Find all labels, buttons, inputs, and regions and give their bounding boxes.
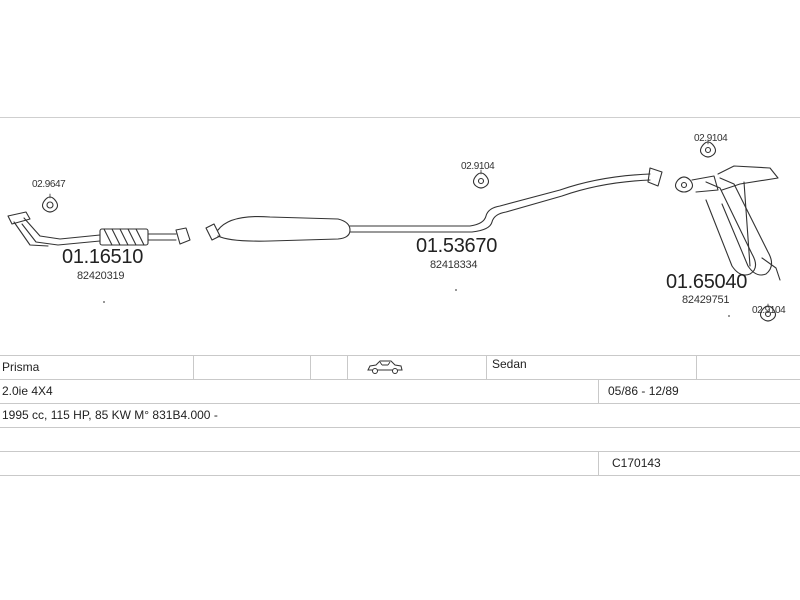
part-ref-front-pipe: 82420319: [77, 270, 125, 282]
table-row-empty: [0, 428, 800, 452]
middle-silencer: [205, 167, 663, 242]
hardware-ref-2: 02.9104: [461, 161, 495, 172]
part-ref-rear-silencer: 82429751: [682, 294, 730, 306]
table-row-model: Prisma Sedan: [0, 355, 800, 380]
clamp-rubber-3: [674, 176, 694, 193]
part-code-middle-silencer: 01.53670: [416, 235, 498, 257]
clamp-front: [41, 196, 59, 213]
production-years: 05/86 - 12/89: [608, 384, 679, 398]
clamp-rubber-4: [759, 305, 777, 322]
engine-specs: 1995 cc, 115 HP, 85 KW M° 831B4.000 -: [2, 408, 218, 422]
engine-variant: 2.0ie 4X4: [2, 384, 53, 398]
front-pipe: [7, 211, 191, 247]
table-row-specs: 1995 cc, 115 HP, 85 KW M° 831B4.000 -: [0, 404, 800, 428]
clamp-rubber-1: [472, 172, 490, 189]
table-row-catalog: C170143: [0, 452, 800, 476]
clamp-rubber-2: [699, 141, 717, 158]
part-code-front-pipe: 01.16510: [62, 246, 144, 268]
hardware-ref-3: 02.9104: [694, 133, 728, 144]
rear-silencer: [691, 165, 781, 281]
hardware-ref-4: 02.9104: [752, 305, 786, 316]
sedan-car-icon: [367, 360, 403, 374]
frame-top-line: [0, 117, 800, 118]
table-row-engine: 2.0ie 4X4 05/86 - 12/89: [0, 380, 800, 404]
vehicle-info-table: Prisma Sedan 2.0ie 4X4 05/86 - 12/89 199…: [0, 355, 800, 476]
part-code-rear-silencer: 01.65040: [666, 271, 748, 293]
catalog-number: C170143: [612, 456, 661, 470]
exhaust-diagram: [7, 139, 781, 322]
hardware-ref-1: 02.9647: [32, 179, 66, 190]
part-ref-middle-silencer: 82418334: [430, 259, 478, 271]
body-type: Sedan: [492, 357, 527, 371]
model-name: Prisma: [2, 360, 40, 374]
